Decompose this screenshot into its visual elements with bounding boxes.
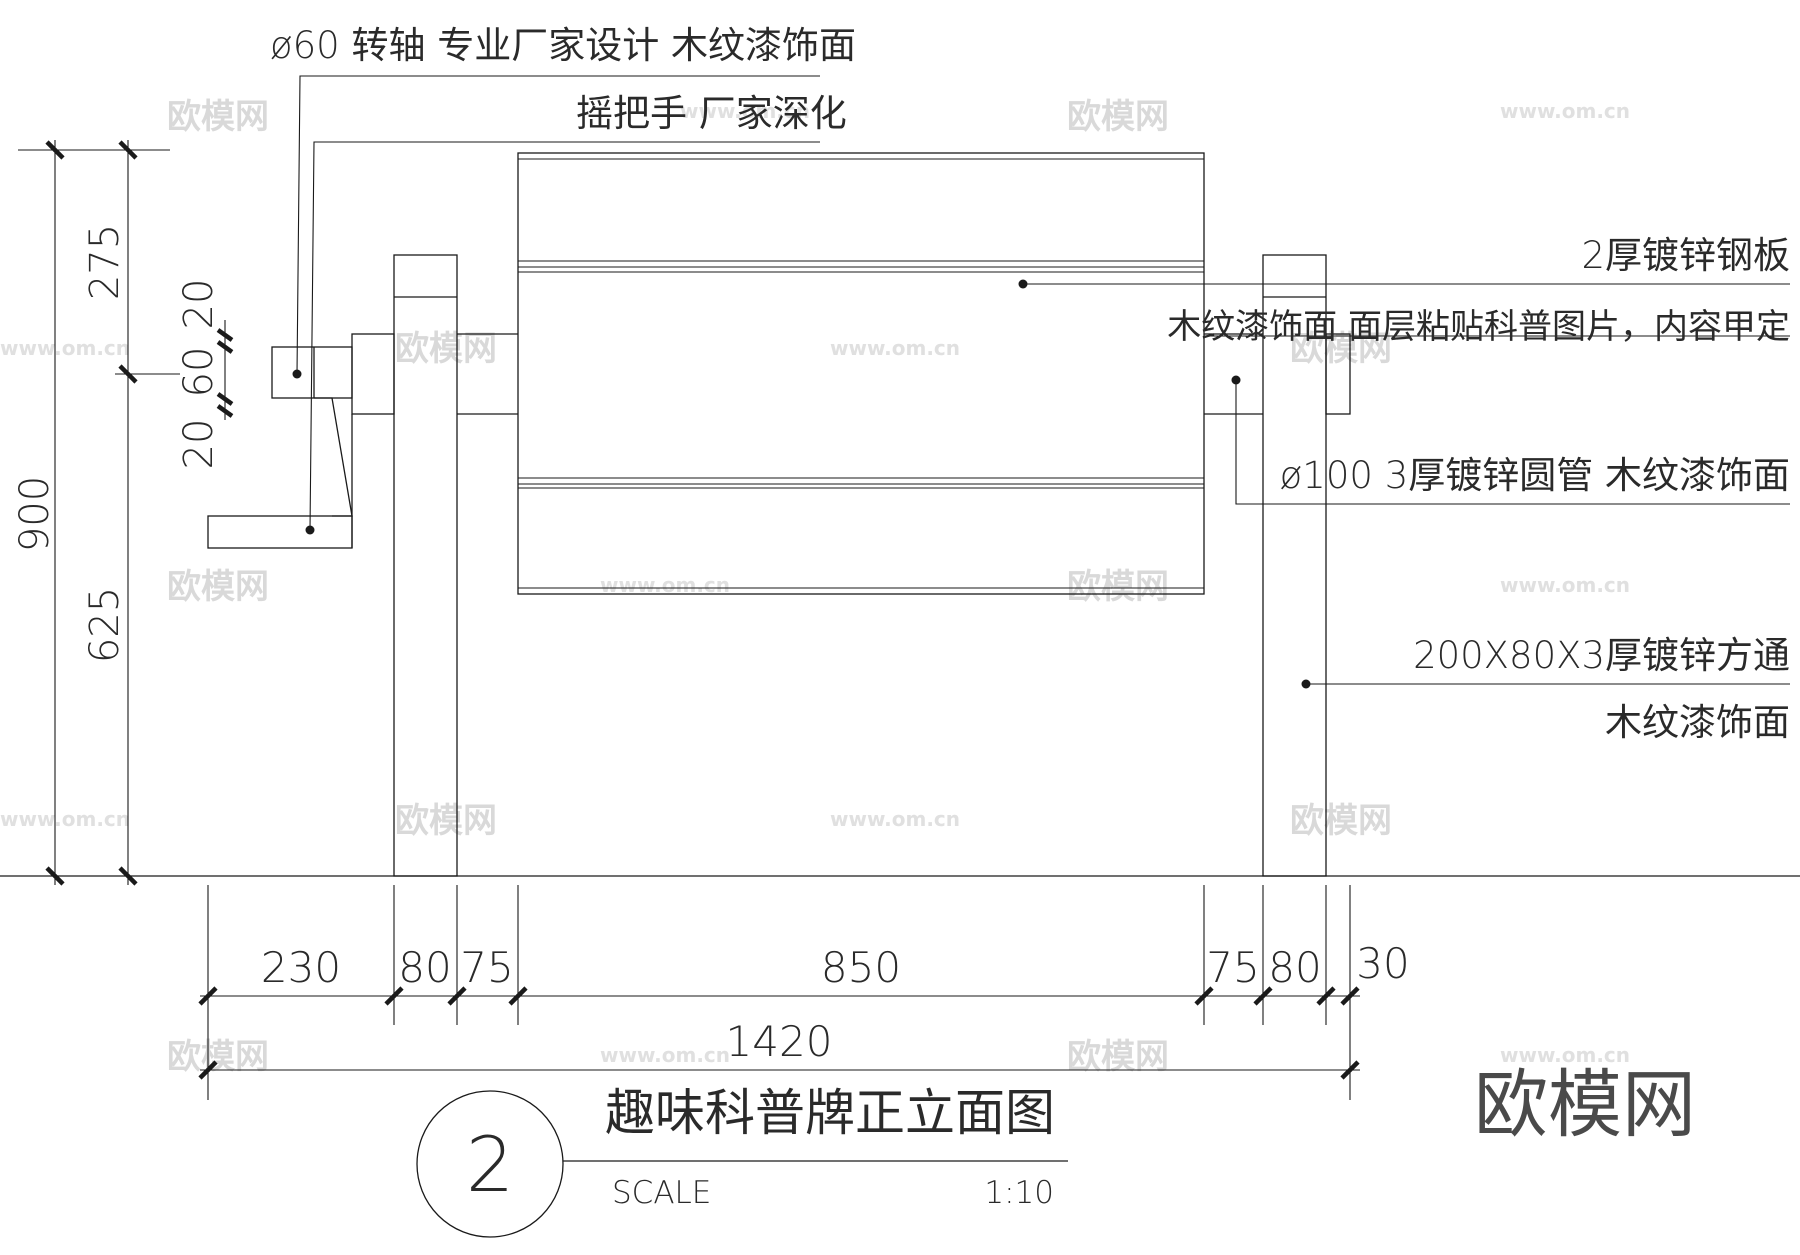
dim-tick (1253, 986, 1273, 1006)
leader-line (296, 75, 820, 375)
horizontal-dimensions: 230 80 75 850 75 80 30 1420 (198, 885, 1410, 1100)
dim-80-right: 80 (1268, 943, 1321, 992)
drawing-title: 趣味科普牌正立面图 (605, 1084, 1055, 1142)
dim-tick (384, 986, 404, 1006)
dim-tick (45, 140, 65, 160)
dim-625: 625 (82, 587, 128, 663)
dim-75-right: 75 (1206, 943, 1259, 992)
dim-tick (216, 404, 234, 418)
brand-logo: 欧模网 (1474, 1062, 1696, 1148)
leader-line (309, 141, 820, 531)
structure (207, 152, 1351, 877)
drawing-number-circle (416, 1090, 564, 1238)
watermark-brand: 欧模网 (395, 801, 497, 841)
left-hub (351, 333, 395, 415)
crank-handle (207, 515, 353, 549)
watermark-url: www.om.cn (1500, 99, 1630, 123)
scale-label: SCALE (612, 1175, 711, 1211)
dim-75-left: 75 (460, 943, 513, 992)
watermark-brand: 欧模网 (167, 1037, 269, 1077)
dim-tick (447, 986, 467, 1006)
annotations: ø60 转轴 专业厂家设计 木纹漆饰面 摇把手 厂家深化 2厚镀锌钢板 木纹漆饰… (270, 24, 1790, 744)
dim-tick (1340, 1060, 1360, 1080)
dim-275: 275 (82, 224, 128, 300)
watermark-url: www.om.cn (1500, 573, 1630, 597)
watermark-brand: 欧模网 (395, 329, 497, 369)
watermark-url: www.om.cn (680, 99, 810, 123)
watermark-url: www.om.cn (830, 336, 960, 360)
label-post-finish: 木纹漆饰面 (1605, 701, 1790, 744)
label-plate: 2厚镀锌钢板 (1581, 234, 1790, 277)
crank-arm (314, 397, 353, 517)
dim-30: 30 (1356, 939, 1409, 988)
watermark-url: www.om.cn (0, 807, 130, 831)
dim-tick (118, 364, 138, 384)
dim-tick (216, 340, 234, 354)
label-post: 200X80X3厚镀锌方通 (1413, 634, 1790, 677)
watermark-url: www.om.cn (0, 336, 130, 360)
dim-tick (118, 140, 138, 160)
dim-900: 900 (12, 476, 58, 552)
watermark-url: www.om.cn (830, 807, 960, 831)
watermark-brand: 欧模网 (167, 97, 269, 137)
dim-230: 230 (261, 943, 341, 992)
drawing-number: 2 (466, 1120, 514, 1209)
dim-tick (45, 866, 65, 886)
dim-850: 850 (821, 943, 901, 992)
label-shaft: ø60 转轴 专业厂家设计 木纹漆饰面 (270, 24, 856, 67)
dim-80-left: 80 (398, 943, 451, 992)
dim-tick (1316, 986, 1336, 1006)
label-plate-finish: 木纹漆饰面 面层粘贴科普图片，内容甲定 (1167, 307, 1790, 347)
dim-tick (216, 392, 234, 406)
dim-tick (198, 986, 218, 1006)
dim-20-top: 20 (176, 279, 222, 330)
dim-20-bottom: 20 (176, 419, 222, 470)
watermark-brand: 欧模网 (1067, 1037, 1169, 1077)
watermark-brand: 欧模网 (1290, 801, 1392, 841)
scale-value: 1:10 (984, 1175, 1054, 1211)
watermark-brand: 欧模网 (1067, 567, 1169, 607)
watermark-layer: 欧模网 欧模网 www.om.cn www.om.cn 欧模网 欧模网 www.… (0, 97, 1630, 1077)
watermark-brand: 欧模网 (1067, 97, 1169, 137)
dim-tick (198, 1060, 218, 1080)
dim-60: 60 (176, 347, 222, 398)
sign-plate (517, 152, 1205, 595)
dim-tick (118, 866, 138, 886)
right-post (1262, 254, 1327, 877)
vertical-dimensions: 900 275 625 20 60 20 (12, 140, 234, 886)
leader-line (1235, 380, 1790, 505)
dim-tick (1340, 986, 1360, 1006)
label-handle: 摇把手 厂家深化 (576, 92, 847, 135)
dim-1420: 1420 (726, 1017, 833, 1066)
watermark-url: www.om.cn (600, 573, 730, 597)
dim-tick (508, 986, 528, 1006)
watermark-url: www.om.cn (1500, 1043, 1630, 1067)
label-pipe: ø100 3厚镀锌圆管 木纹漆饰面 (1280, 454, 1790, 497)
watermark-url: www.om.cn (600, 1043, 730, 1067)
right-shaft-end (1325, 333, 1351, 415)
watermark-brand: 欧模网 (167, 567, 269, 607)
dim-tick (216, 328, 234, 342)
title-block: 2 趣味科普牌正立面图 SCALE 1:10 (416, 1084, 1068, 1238)
dim-tick (1194, 986, 1214, 1006)
left-post (393, 254, 458, 877)
